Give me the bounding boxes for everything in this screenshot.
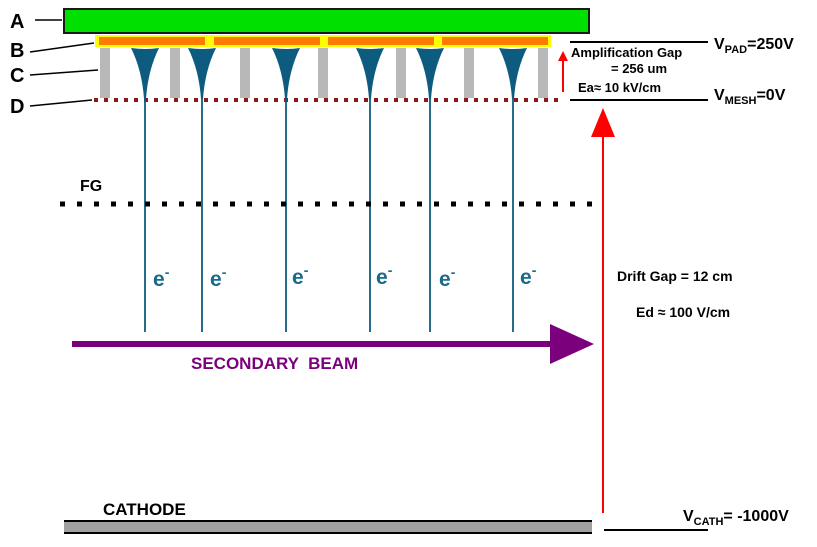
pad xyxy=(99,37,205,45)
label-fg: FG xyxy=(80,178,102,195)
drift-gap-label: Drift Gap = 12 cm xyxy=(617,268,733,284)
avalanche-1 xyxy=(131,48,159,332)
avalanche-5 xyxy=(416,48,444,332)
electron-tracks xyxy=(131,48,527,332)
label-a: A xyxy=(10,11,24,33)
avalanche-6 xyxy=(499,48,527,332)
secondary-beam-arrow xyxy=(72,324,594,364)
pillar xyxy=(318,48,328,98)
avalanche-2 xyxy=(188,48,216,332)
pillar xyxy=(464,48,474,98)
electron-label: e- xyxy=(292,262,309,289)
amplification-gap-text: Amplification Gap = 256 um Ea≈ 10 kV/cm xyxy=(571,45,682,95)
electron-label: e- xyxy=(153,264,170,291)
label-d: D xyxy=(10,96,24,118)
electron-label: e- xyxy=(520,262,537,289)
drift-gap-arrow xyxy=(591,108,615,513)
avalanche-3 xyxy=(272,48,300,332)
electron-label: e- xyxy=(376,262,393,289)
pillars xyxy=(100,48,548,98)
pad xyxy=(328,37,434,45)
pillar xyxy=(396,48,406,98)
pad xyxy=(214,37,320,45)
v-mesh-label: VMESH=0V xyxy=(714,87,786,107)
pillar xyxy=(100,48,110,98)
label-c: C xyxy=(10,65,24,87)
electron-label: e- xyxy=(210,264,227,291)
amplification-line-2: = 256 um xyxy=(611,61,667,76)
cathode-plate xyxy=(64,520,592,534)
pad-strip xyxy=(95,35,551,47)
label-leaders xyxy=(29,19,99,107)
amplification-line-3: Ea≈ 10 kV/cm xyxy=(578,80,661,95)
drift-field-label: Ed ≈ 100 V/cm xyxy=(636,304,730,320)
electron-labels: e- e- e- e- e- e- xyxy=(153,262,537,291)
amplification-line-1: Amplification Gap xyxy=(571,45,682,60)
avalanche-4 xyxy=(356,48,384,332)
v-pad-label: VPAD=250V xyxy=(714,36,794,56)
v-cath-label: VCATH= -1000V xyxy=(683,508,789,528)
pad xyxy=(442,37,548,45)
label-b: B xyxy=(10,40,24,62)
pillar xyxy=(170,48,180,98)
pillar xyxy=(240,48,250,98)
readout-board xyxy=(63,8,590,34)
secondary-beam-label: SECONDARY BEAM xyxy=(191,354,358,373)
electron-label: e- xyxy=(439,264,456,291)
label-cathode: CATHODE xyxy=(103,500,186,519)
voltage-lines xyxy=(570,41,708,531)
pillar xyxy=(538,48,548,98)
